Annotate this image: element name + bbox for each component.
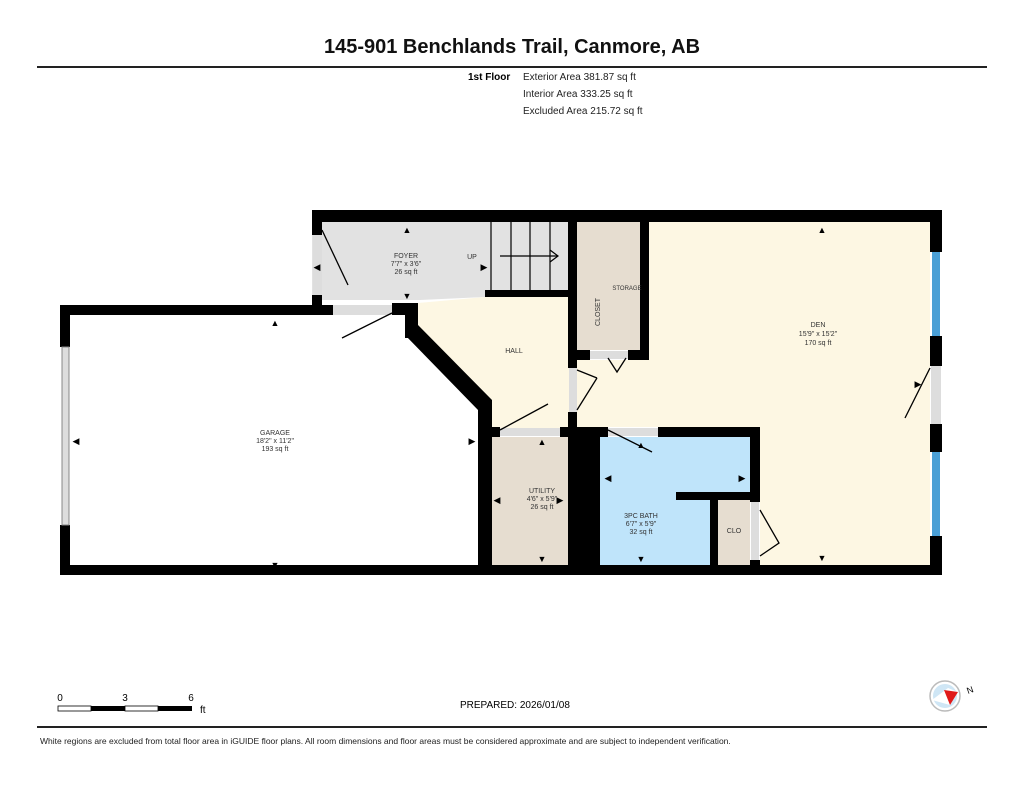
den-dims: 15'9" x 15'2" <box>799 331 838 338</box>
svg-text:▼: ▼ <box>271 560 280 570</box>
svg-text:◀: ◀ <box>314 262 321 272</box>
stairs-up-label: UP <box>467 254 477 261</box>
utility-room <box>490 437 568 565</box>
svg-text:▲: ▲ <box>538 437 547 447</box>
svg-text:▲: ▲ <box>271 318 280 328</box>
scale-bar: 0 3 6 ft <box>57 693 206 716</box>
window <box>932 252 940 336</box>
svg-text:▶: ▶ <box>739 473 746 483</box>
doorway <box>333 305 392 315</box>
stairs <box>490 222 559 292</box>
compass-icon: N <box>929 680 975 712</box>
doorway <box>590 351 628 359</box>
clo-label: CLO <box>727 528 742 535</box>
header-divider <box>37 66 987 68</box>
foyer-dims: 7'7" x 3'6" <box>391 261 422 268</box>
disclaimer: White regions are excluded from total fl… <box>40 736 731 746</box>
svg-text:▼: ▼ <box>637 554 646 564</box>
exterior-area: Exterior Area 381.87 sq ft <box>523 72 636 83</box>
den-area: 170 sq ft <box>805 340 832 347</box>
closet-label: CLOSET <box>595 297 602 326</box>
doorway <box>500 428 560 436</box>
doorway <box>608 428 658 436</box>
excluded-area: Excluded Area 215.72 sq ft <box>523 106 643 117</box>
garage-name: GARAGE <box>260 430 290 437</box>
bath-dims: 6'7" x 5'9" <box>626 521 657 528</box>
scale-tick-0: 0 <box>57 693 63 704</box>
footer-divider <box>37 726 987 728</box>
doorway <box>931 366 941 424</box>
closet-room <box>577 222 640 350</box>
svg-text:▶: ▶ <box>481 262 488 272</box>
garage-dims: 18'2" x 11'2" <box>256 438 294 445</box>
foyer-area: 26 sq ft <box>395 269 418 276</box>
floor-label: 1st Floor <box>468 72 511 83</box>
doorway <box>751 502 759 560</box>
doorway <box>313 235 322 295</box>
storage-label: STORAGE <box>612 286 641 292</box>
clo-room <box>718 500 750 565</box>
svg-text:◀: ◀ <box>73 436 80 446</box>
svg-text:▶: ▶ <box>469 436 476 446</box>
dimension-arrows: ▲ ▼ ◀ ▶ ▲ ▼ ◀ ▶ ▲ ▼ ▶ ▲ ▼ ◀ ▶ ▲ ▼ ◀ ▶ <box>73 225 922 570</box>
walls <box>60 210 942 575</box>
svg-text:▼: ▼ <box>818 553 827 563</box>
foyer-room <box>312 222 568 300</box>
scale-unit: ft <box>200 705 206 716</box>
svg-text:▼: ▼ <box>403 291 412 301</box>
den-name: DEN <box>811 322 826 329</box>
foyer-name: FOYER <box>394 253 418 260</box>
scale-tick-3: 3 <box>122 693 128 704</box>
hall-room <box>418 222 930 565</box>
svg-text:▼: ▼ <box>538 554 547 564</box>
door-swings <box>321 229 931 557</box>
interior-area: Interior Area 333.25 sq ft <box>523 89 633 100</box>
scale-tick-6: 6 <box>188 693 194 704</box>
window <box>932 452 940 536</box>
svg-text:▶: ▶ <box>557 495 564 505</box>
hall-label: HALL <box>505 348 523 355</box>
compass-north-label: N <box>965 684 975 696</box>
page-title: 145-901 Benchlands Trail, Canmore, AB <box>323 36 701 58</box>
utility-dims: 4'6" x 5'9" <box>527 496 558 503</box>
bath-name: 3PC BATH <box>624 513 658 520</box>
garage-door <box>61 346 70 526</box>
bath-area: 32 sq ft <box>630 529 653 536</box>
svg-text:▶: ▶ <box>915 379 922 389</box>
utility-area: 26 sq ft <box>531 504 554 511</box>
doorway <box>569 368 577 412</box>
svg-text:◀: ◀ <box>605 473 612 483</box>
garage-area: 193 sq ft <box>262 446 289 453</box>
svg-text:▲: ▲ <box>818 225 827 235</box>
svg-text:▲: ▲ <box>403 225 412 235</box>
svg-text:◀: ◀ <box>494 495 501 505</box>
utility-name: UTILITY <box>529 488 555 495</box>
svg-text:▲: ▲ <box>637 440 646 450</box>
prepared-date: PREPARED: 2026/01/08 <box>460 700 570 711</box>
